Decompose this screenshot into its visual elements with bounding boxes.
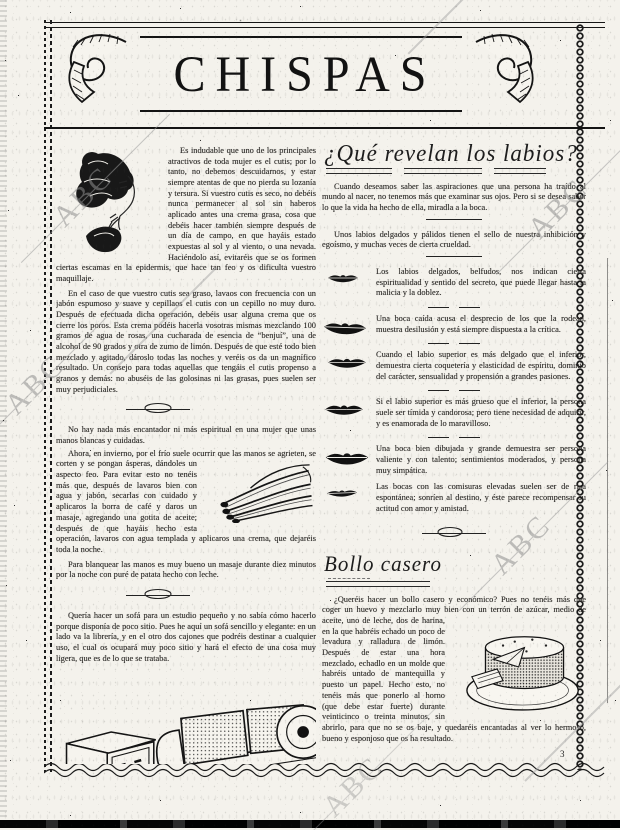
bollo-paragraph: ¿Queréis hacer un bollo casero y económi… xyxy=(322,595,586,744)
lips-entry: Una boca caída acusa el desprecio de los… xyxy=(322,314,586,339)
swirl-divider-icon xyxy=(126,401,316,419)
hand-illustration xyxy=(204,461,316,527)
hands-intro-paragraph: No hay nada más encantador ni más espiri… xyxy=(56,425,316,446)
lips-icon xyxy=(322,314,376,339)
lips-entry-text: Cuando el labio superior es más delgado … xyxy=(376,350,586,381)
lips-entry-text: Una boca bien dibujada y grande demuestr… xyxy=(376,444,586,475)
divider-rule xyxy=(426,218,482,223)
bollo-section-heading: Bollo casero xyxy=(324,551,442,577)
divider-dashes xyxy=(322,390,586,392)
scroll-ornament-right-icon xyxy=(462,28,546,113)
divider-rule xyxy=(426,255,482,260)
sofa-paragraph: Quería hacer un sofá para un estudio peq… xyxy=(56,610,316,663)
divider-dashes xyxy=(322,343,586,345)
left-border-inner xyxy=(50,20,52,772)
page-edge-line xyxy=(607,258,609,703)
lips-icon xyxy=(322,482,376,518)
swirl-divider-icon xyxy=(126,587,316,605)
heading-smallprint xyxy=(328,578,370,580)
divider-dashes xyxy=(322,306,586,308)
lips-entry: Las bocas con las comisuras elevadas sue… xyxy=(322,482,586,518)
hands-care-paragraph: Ahora, en invierno, por el frío suele oc… xyxy=(56,449,316,556)
sofa-illustration xyxy=(58,668,316,764)
lips-icon xyxy=(322,350,376,386)
lips-entry-text: Las bocas con las comisuras elevadas sue… xyxy=(376,482,586,513)
cake-illustration xyxy=(452,618,586,720)
page-number: 3 xyxy=(560,749,565,759)
lips-entry: Si el labio superior es más grueso que e… xyxy=(322,397,586,433)
lips-entry-text: Si el labio superior es más grueso que e… xyxy=(376,397,586,428)
scroll-ornament-left-icon xyxy=(56,28,140,113)
skin-care-paragraph: Es indudable que uno de los principales … xyxy=(56,146,316,285)
right-chain-border xyxy=(575,24,585,770)
lips-entry: Cuando el labio superior es más delgado … xyxy=(322,350,586,386)
lips-icon xyxy=(322,444,376,480)
lips-entry-text: Una boca caída acusa el desprecio de los… xyxy=(376,313,586,334)
lips-item-0: Unos labios delgados y pálidos tienen el… xyxy=(322,229,586,250)
left-column: Es indudable que uno de los principales … xyxy=(56,146,316,764)
banner-bottom-rule xyxy=(44,127,605,129)
lips-entry-text: Los labios delgados, belfudos, nos indic… xyxy=(376,266,586,298)
left-border xyxy=(44,20,46,772)
bottom-wavy-border xyxy=(43,762,606,783)
masthead-banner: CHISPAS xyxy=(140,36,462,112)
top-border-rule xyxy=(44,22,605,28)
hands-care-rest: agrieten, se corten y se pongan ásperas,… xyxy=(56,448,316,554)
lips-intro-paragraph: Cuando deseamos saber las aspiraciones q… xyxy=(322,181,586,212)
hands-care-start: Ahora, en invierno, por el frío suele oc… xyxy=(68,448,276,458)
right-column: ¿Qué revelan los labios? Cuando deseamos… xyxy=(322,140,586,764)
scan-specks xyxy=(0,0,1,1)
page-title: CHISPAS xyxy=(173,45,437,103)
lips-icon xyxy=(322,267,376,303)
hands-whitening-paragraph: Para blanquear las manos es muy bueno un… xyxy=(56,559,316,580)
scan-edge-texture xyxy=(0,0,7,830)
lips-entry: Los labios delgados, belfudos, nos indic… xyxy=(322,267,586,303)
lips-icon xyxy=(322,397,376,433)
scan-edge-bar xyxy=(0,820,620,828)
heading-underline xyxy=(326,581,586,587)
divider-dashes xyxy=(322,437,586,439)
oily-skin-paragraph: En el caso de que vuestro cutis sea gras… xyxy=(56,288,316,394)
heading-underline xyxy=(326,168,586,174)
lips-section-heading: ¿Qué revelan los labios? xyxy=(324,140,578,166)
swirl-divider-icon xyxy=(422,525,486,543)
bollo-text-rest: leche, dos de harina, en la que habréis … xyxy=(322,616,586,743)
woman-head-illustration xyxy=(56,148,160,258)
lips-entry: Una boca bien dibujada y grande demuestr… xyxy=(322,444,586,480)
